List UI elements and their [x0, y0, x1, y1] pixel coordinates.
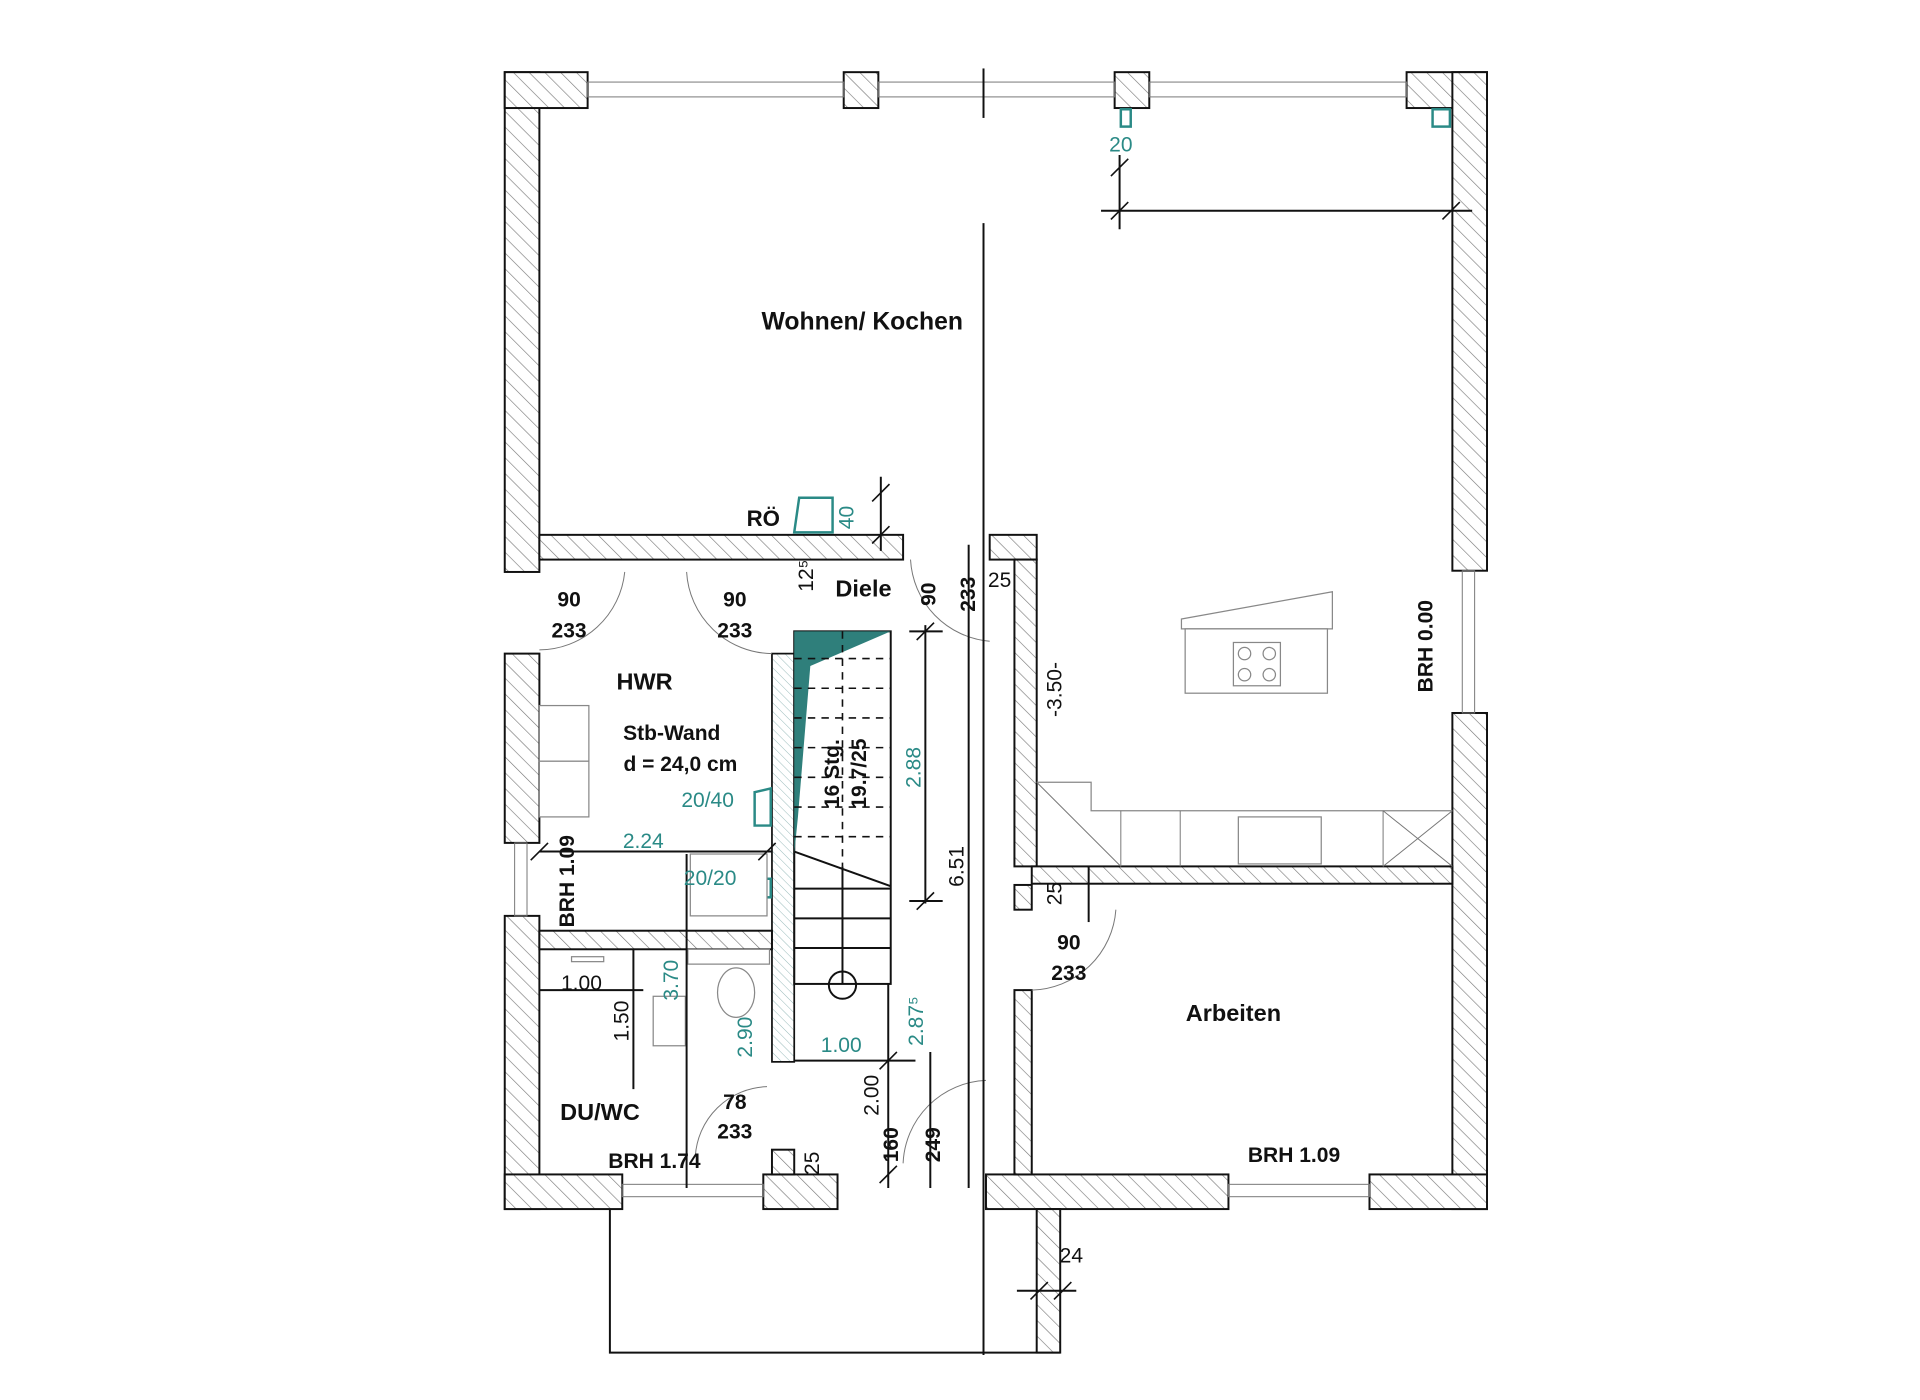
dim-1-50: 1.50 [610, 1001, 633, 1042]
chimney-label: RÖ [747, 506, 780, 531]
dimension-lines [530, 68, 1473, 1356]
dimension-texts: 90 233 25 6.51 -3.50- 25 1.00 1.50 2.00 … [561, 133, 1133, 1267]
brh-hwr: BRH 1.09 [556, 835, 579, 927]
room-label-du-wc: DU/WC [560, 1099, 640, 1125]
stairs-count: 16 Stg. [821, 739, 844, 808]
room-labels: Wohnen/ Kochen Diele HWR DU/WC Arbeiten [560, 308, 1281, 1125]
door-height: 233 [717, 1121, 752, 1144]
outer-walls [503, 71, 1489, 1211]
staircase [793, 630, 892, 1000]
dim-20-40: 20/40 [681, 789, 734, 812]
brh-arbeiten: BRH 1.09 [1248, 1144, 1340, 1167]
room-label-diele: Diele [835, 576, 891, 602]
annotations: RÖ Stb-Wand d = 24,0 cm 16 Stg. 19.7/25 … [556, 506, 1438, 1173]
dim-2-90: 2.90 [734, 1017, 757, 1058]
door-labels: 90 233 90 233 90 233 78 233 [552, 589, 1087, 1144]
room-label-hwr: HWR [616, 668, 672, 694]
dim-2-24: 2.24 [623, 830, 664, 853]
door-width: 90 [557, 589, 580, 612]
dim-25-top: 25 [988, 569, 1011, 592]
dim-6-51: 6.51 [946, 846, 969, 887]
dim-160: 160 [880, 1127, 903, 1162]
door-height: 233 [552, 620, 587, 643]
dim-2-00: 2.00 [860, 1075, 883, 1116]
wall-thickness-label: d = 24,0 cm [623, 753, 737, 776]
dim-25-mid: 25 [1043, 882, 1066, 905]
dim-2-88: 2.88 [902, 747, 925, 788]
brh-du-wc: BRH 1.74 [608, 1150, 701, 1173]
dim-24: 24 [1060, 1244, 1084, 1267]
dim-3-50: -3.50- [1043, 662, 1066, 717]
dim-249: 249 [922, 1127, 945, 1162]
dim-1-00: 1.00 [561, 972, 602, 995]
door-width: 90 [1057, 931, 1080, 954]
room-label-arbeiten: Arbeiten [1186, 1000, 1281, 1026]
dim-3-70: 3.70 [660, 960, 683, 1001]
door-height: 233 [717, 620, 752, 643]
furniture [538, 591, 1453, 1047]
brh-wohnen: BRH 0.00 [1415, 600, 1438, 692]
dim-20-top: 20 [1109, 133, 1132, 156]
room-label-wohnen: Wohnen/ Kochen [761, 308, 963, 335]
door-width: 90 [723, 589, 746, 612]
dim-25-bottom: 25 [801, 1152, 824, 1175]
dim-diele-door-w: 90 [917, 583, 940, 606]
dim-2-875: 2.87⁵ [905, 996, 928, 1046]
door-swings [539, 559, 1117, 1164]
shafts [753, 108, 1452, 899]
door-width: 78 [723, 1091, 747, 1114]
windows [514, 81, 1476, 1198]
wall-type-label: Stb-Wand [623, 722, 720, 745]
dim-1-00-teal: 1.00 [821, 1034, 862, 1057]
dim-12-5: 12⁵ [795, 560, 818, 592]
stairs-ratio: 19.7/25 [848, 738, 871, 808]
dim-diele-door-h: 233 [957, 577, 980, 612]
dim-40: 40 [836, 506, 859, 529]
door-height: 233 [1051, 962, 1086, 985]
porch [608, 1208, 1062, 1354]
dim-20-20: 20/20 [684, 867, 737, 890]
interior-walls [538, 533, 1454, 1176]
